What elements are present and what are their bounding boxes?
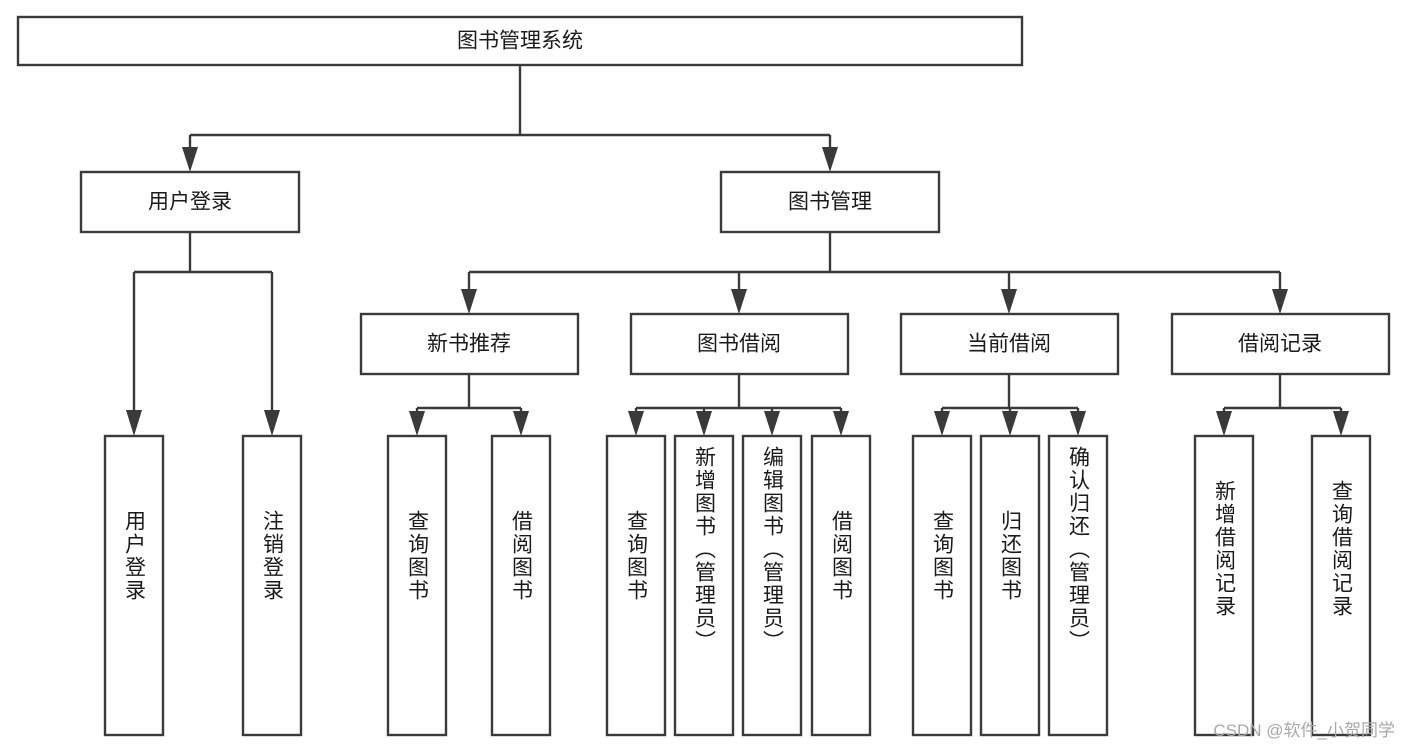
node-leaf-add-book-box[interactable] (673, 434, 735, 737)
node-book-borrow[interactable]: 图书借阅 (629, 312, 850, 376)
node-leaf-query-book-2-box[interactable] (605, 434, 667, 737)
arrow-head-leaf-query-book-2 (628, 411, 644, 436)
node-user-login-label: 用户登录 (148, 191, 232, 214)
csdn-watermark: CSDN @软件_小贺同学 (1213, 721, 1395, 740)
node-root[interactable]: 图书管理系统 (16, 15, 1024, 67)
arrow-head-leaf-borrow-book-1 (513, 411, 529, 436)
node-leaf-borrow-book-1-box[interactable] (490, 434, 552, 737)
node-user-login[interactable]: 用户登录 (79, 170, 301, 234)
node-book-borrow-label: 图书借阅 (697, 333, 781, 356)
node-new-book-recommend-box[interactable] (359, 312, 580, 376)
node-leaf-logout-login-box[interactable] (241, 434, 303, 737)
node-leaf-add-record-box[interactable] (1193, 434, 1255, 737)
node-borrow-record-label: 借阅记录 (1238, 333, 1322, 356)
node-current-borrow[interactable]: 当前借阅 (899, 312, 1120, 376)
node-book-manage[interactable]: 图书管理 (719, 170, 941, 234)
edge-group (126, 65, 1349, 436)
arrow-head-leaf-logout-login (264, 410, 280, 436)
node-user-login-box[interactable] (79, 170, 301, 234)
arrow-head-leaf-confirm-return (1070, 411, 1086, 436)
arrow-head-user-login (182, 147, 198, 172)
arrow-head-leaf-borrow-book-2 (833, 411, 849, 436)
node-new-book-recommend-label: 新书推荐 (427, 333, 511, 356)
node-root-label: 图书管理系统 (457, 30, 583, 53)
arrow-head-leaf-add-book (696, 411, 712, 436)
arrow-head-leaf-add-record (1216, 411, 1232, 436)
arrow-head-leaf-query-book-1 (409, 411, 425, 436)
node-leaf-return-book-box[interactable] (979, 434, 1041, 737)
node-current-borrow-box[interactable] (899, 312, 1120, 376)
arrow-head-leaf-return-book (1002, 411, 1018, 436)
node-new-book-recommend[interactable]: 新书推荐 (359, 312, 580, 376)
arrow-head-book-manage (822, 147, 838, 172)
arrow-head-leaf-query-book-3 (934, 411, 950, 436)
arrow-head-book-borrow (731, 289, 747, 314)
arrow-head-leaf-edit-book (764, 411, 780, 436)
node-borrow-record[interactable]: 借阅记录 (1170, 312, 1391, 376)
arrow-head-borrow-record (1272, 289, 1288, 314)
node-current-borrow-label: 当前借阅 (967, 333, 1051, 356)
node-leaf-borrow-book-2-box[interactable] (810, 434, 872, 737)
node-leaf-query-book-1-box[interactable] (386, 434, 448, 737)
node-leaf-edit-book-box[interactable] (741, 434, 803, 737)
arrow-head-new-book-recommend (461, 289, 477, 314)
node-leaf-confirm-return-box[interactable] (1047, 434, 1109, 737)
arrow-head-leaf-query-record (1333, 411, 1349, 436)
node-book-manage-box[interactable] (719, 170, 941, 234)
node-leaf-user-login-box[interactable] (103, 434, 165, 737)
node-root-box[interactable] (16, 15, 1024, 67)
node-book-borrow-box[interactable] (629, 312, 850, 376)
node-borrow-record-box[interactable] (1170, 312, 1391, 376)
node-leaf-query-book-3-box[interactable] (911, 434, 973, 737)
arrow-head-current-borrow (1001, 289, 1017, 314)
arrow-head-leaf-user-login (126, 410, 142, 436)
node-book-manage-label: 图书管理 (788, 191, 872, 214)
node-leaf-query-record-box[interactable] (1310, 434, 1372, 737)
